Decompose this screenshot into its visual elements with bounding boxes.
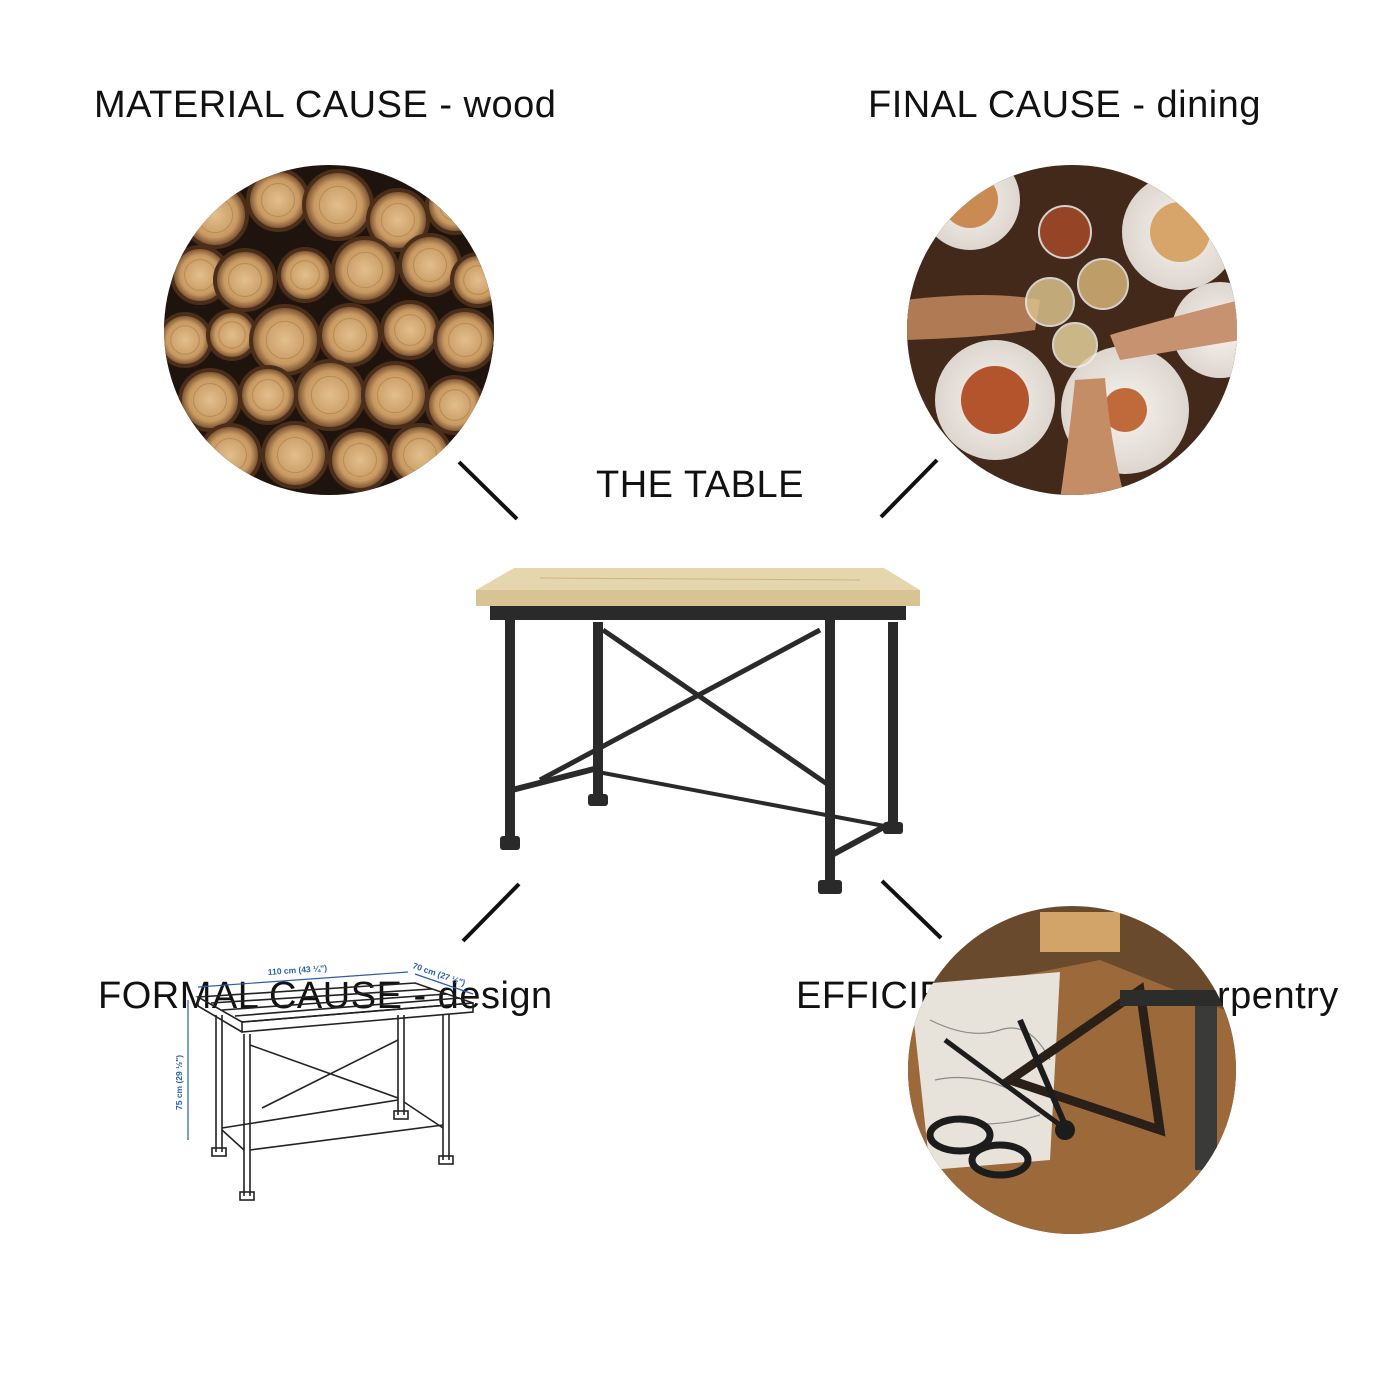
log-ring (170, 325, 200, 355)
log-end (425, 175, 485, 235)
log-ring (376, 376, 414, 414)
log-end (388, 423, 452, 487)
final-cause-label: FINAL CAUSE - dining (868, 84, 1261, 126)
log-ring (261, 183, 295, 217)
log-ring (218, 321, 246, 349)
log-end (198, 423, 262, 487)
center-title: THE TABLE (596, 464, 804, 506)
log-ring (318, 185, 358, 225)
log-end (433, 308, 494, 372)
dimension-depth: 70 cm (27 ½") (411, 960, 466, 987)
log-end (328, 428, 392, 492)
log-ring (171, 441, 199, 469)
log-end (302, 169, 374, 241)
log-ring (439, 389, 471, 421)
log-end (206, 309, 258, 361)
log-ring (333, 318, 367, 352)
log-end (164, 312, 213, 368)
log-end (277, 247, 333, 303)
log-end (213, 248, 277, 312)
log-end (331, 236, 399, 304)
log-ring (394, 314, 426, 346)
connector-formal (461, 882, 521, 943)
log-end (450, 252, 494, 308)
wood-logs-image (164, 165, 494, 495)
log-end (261, 421, 329, 489)
log-ring (290, 260, 320, 290)
log-end (294, 359, 366, 431)
log-ring (381, 203, 415, 237)
log-ring (193, 383, 227, 417)
connector-material (457, 460, 519, 521)
log-end (246, 168, 310, 232)
log-end (366, 188, 430, 252)
log-ring (343, 443, 377, 477)
log-end (425, 375, 485, 435)
log-end (318, 303, 382, 367)
log-end (380, 300, 440, 360)
dimension-lines (187, 971, 474, 1140)
log-ring (265, 320, 305, 360)
log-end (181, 181, 249, 249)
log-ring (252, 379, 284, 411)
connector-efficient (880, 879, 943, 940)
log-end (178, 368, 242, 432)
log-ring (310, 375, 350, 415)
log-ring (439, 189, 471, 221)
log-ring (413, 248, 447, 282)
log-end (238, 365, 298, 425)
carpentry-image (908, 906, 1236, 1234)
log-end (164, 429, 211, 481)
dimension-height: 75 cm (29 ½") (174, 1055, 184, 1110)
log-ring (276, 436, 314, 474)
connector-final (879, 458, 939, 519)
log-ring (448, 323, 482, 357)
table-photo (476, 568, 920, 894)
log-ring (228, 263, 262, 297)
dining-image (907, 165, 1237, 495)
log-end (249, 304, 321, 376)
material-cause-label: MATERIAL CAUSE - wood (94, 84, 557, 126)
log-end (361, 361, 429, 429)
dimension-width: 110 cm (43 ¼") (267, 963, 327, 977)
table-design-drawing (195, 982, 474, 1201)
log-ring (346, 251, 384, 289)
